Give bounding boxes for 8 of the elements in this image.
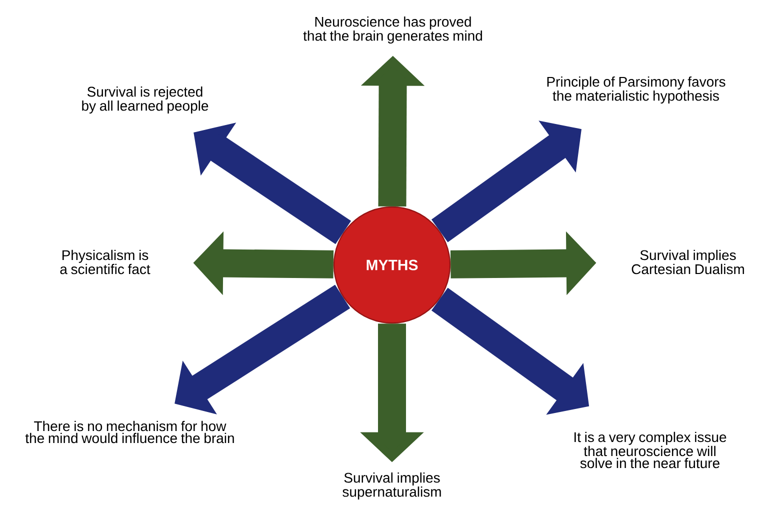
myth-text: There is no mechanism for how the mind would influence the brain — [25, 420, 234, 444]
myth-text: Principle of Parsimony favors the materialistic hypothesis — [547, 76, 726, 104]
myth-text: Survival implies supernaturalism — [342, 472, 441, 500]
myth-text: Neuroscience has proved that the brain generates mind — [303, 16, 482, 44]
myth-text: Survival implies Cartesian Dualism — [632, 250, 744, 274]
myth-text: Physicalism is a scientific fact — [60, 250, 150, 274]
myth-text: It is a very complex issue that neuroscience will solve in the near future — [574, 432, 726, 468]
myth-text: Survival is rejected by all learned people — [82, 86, 208, 114]
